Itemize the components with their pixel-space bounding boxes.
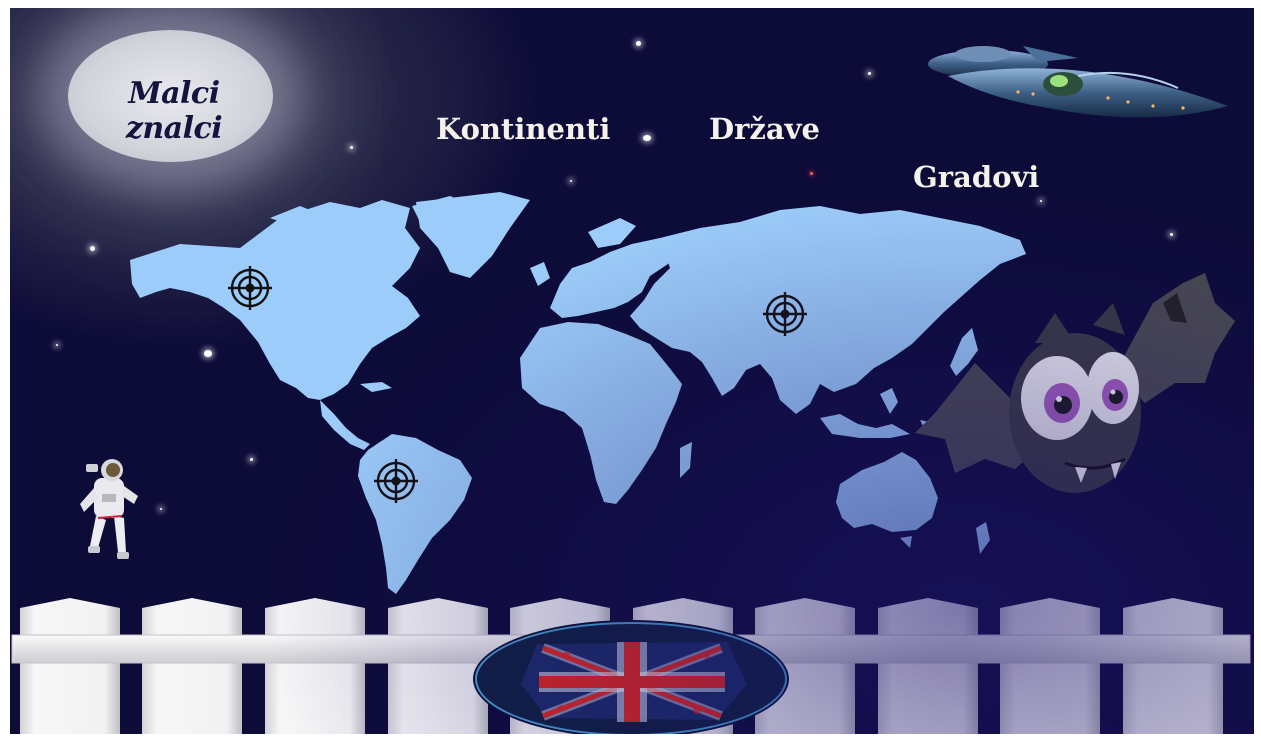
- star: [204, 350, 212, 357]
- star: [350, 146, 353, 149]
- europe-shape: [550, 238, 680, 318]
- star: [810, 172, 813, 175]
- target-south-america[interactable]: [374, 459, 418, 503]
- astronaut-icon: [80, 459, 138, 559]
- south-america-shape: [358, 434, 472, 594]
- uk-flag-icon: [521, 642, 747, 722]
- world-map: [130, 192, 1026, 594]
- target-north-america[interactable]: [228, 266, 272, 310]
- spaceship-icon: [928, 46, 1228, 118]
- star: [1040, 200, 1042, 202]
- nav-continents[interactable]: Kontinenti: [436, 112, 611, 146]
- australia-shape: [836, 452, 938, 532]
- target-asia[interactable]: [763, 292, 807, 336]
- star: [160, 508, 162, 510]
- star: [636, 41, 641, 46]
- star: [570, 180, 572, 182]
- star: [868, 72, 871, 75]
- star: [643, 135, 651, 141]
- star: [1170, 233, 1173, 236]
- moon: [68, 30, 273, 162]
- north-america-shape: [130, 200, 420, 400]
- greenland-shape: [416, 192, 530, 278]
- nav-countries[interactable]: Države: [709, 112, 820, 146]
- star: [90, 246, 95, 251]
- africa-shape: [520, 322, 682, 504]
- language-uk-button[interactable]: [475, 622, 787, 734]
- asia-shape: [630, 206, 1026, 414]
- nav-cities[interactable]: Gradovi: [913, 160, 1040, 194]
- star: [56, 344, 58, 346]
- star: [250, 458, 253, 461]
- app-logo[interactable]: Malci znalci: [125, 76, 223, 146]
- bat-mascot-icon: [915, 273, 1235, 493]
- game-scene: Malci znalci Kontinenti Države Gradovi: [10, 8, 1254, 734]
- white-fence: [11, 598, 1251, 734]
